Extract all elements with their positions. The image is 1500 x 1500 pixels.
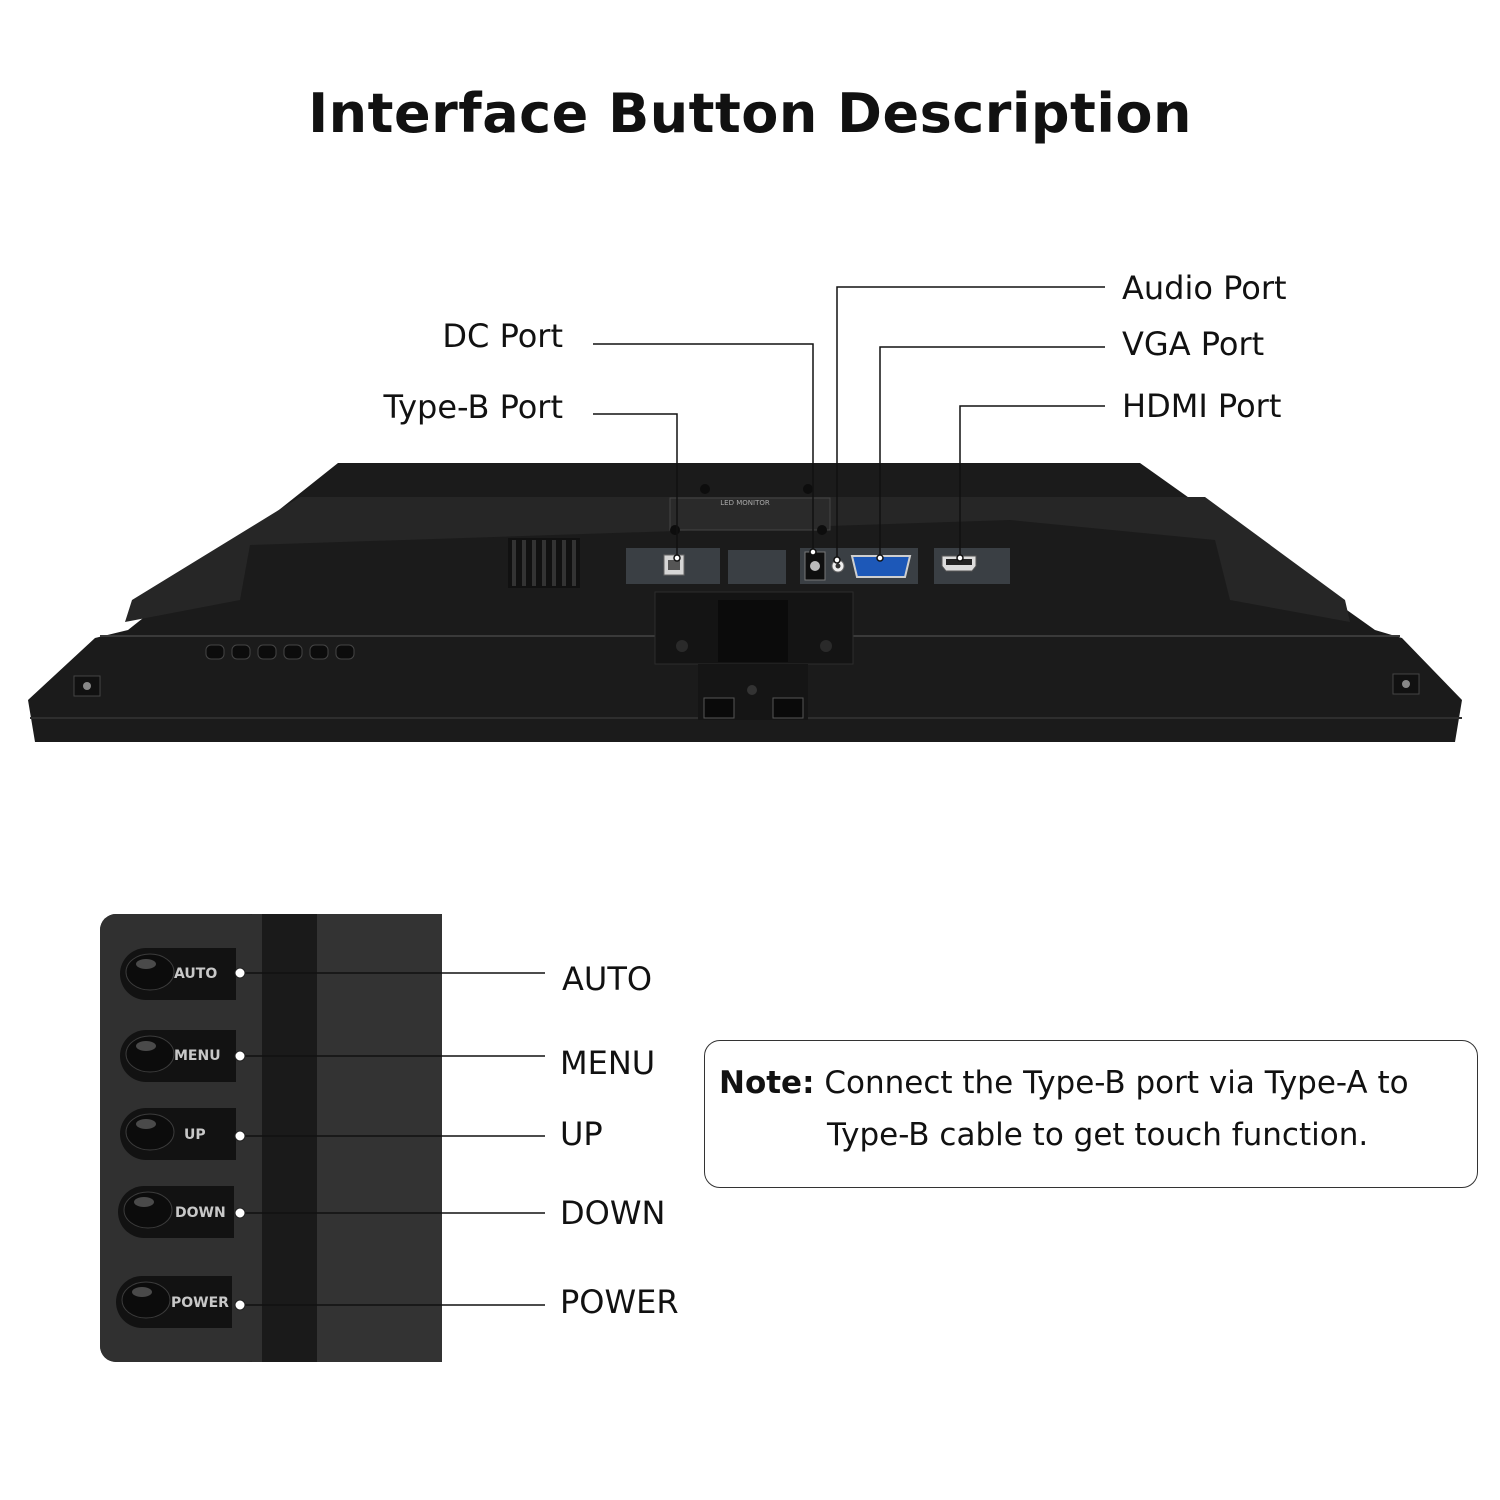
power-button-label: POWER [560,1283,679,1321]
dc-port-label: DC Port [442,317,563,355]
type-b-port-label: Type-B Port [383,388,563,426]
note-line-2: Type-B cable to get touch function. [827,1117,1369,1153]
button-leader-lines [240,972,545,1306]
label-sticker [669,497,831,531]
down-button-label: DOWN [560,1194,666,1232]
svg-text:AUTO: AUTO [174,966,217,982]
monitor-label-text: LED MONITOR [720,499,770,507]
menu-button-label: MENU [560,1044,656,1082]
svg-text:POWER: POWER [171,1295,229,1311]
hdmi-port-label: HDMI Port [1122,387,1282,425]
note-box: Note: Connect the Type-B port via Type-A… [704,1040,1478,1188]
svg-text:DOWN: DOWN [175,1205,226,1221]
auto-button-label: AUTO [562,960,653,998]
vga-port-label: VGA Port [1122,325,1265,363]
monitor-upper-housing [125,497,1350,622]
note-line-1: Connect the Type-B port via Type-A to [824,1065,1409,1101]
side-buttons-small [205,644,355,660]
audio-port-label: Audio Port [1122,269,1287,307]
vent-grille [508,538,580,588]
vga-port [850,555,912,578]
svg-text:UP: UP [184,1127,206,1143]
page-title: Interface Button Description [308,82,1192,145]
up-button-label: UP [560,1115,603,1153]
svg-text:MENU: MENU [174,1048,221,1064]
button-detail-panel: AUTO MENU UP DOWN POWER [100,914,442,1362]
port-leader-lines [593,286,1105,559]
note-prefix: Note: [719,1065,815,1101]
